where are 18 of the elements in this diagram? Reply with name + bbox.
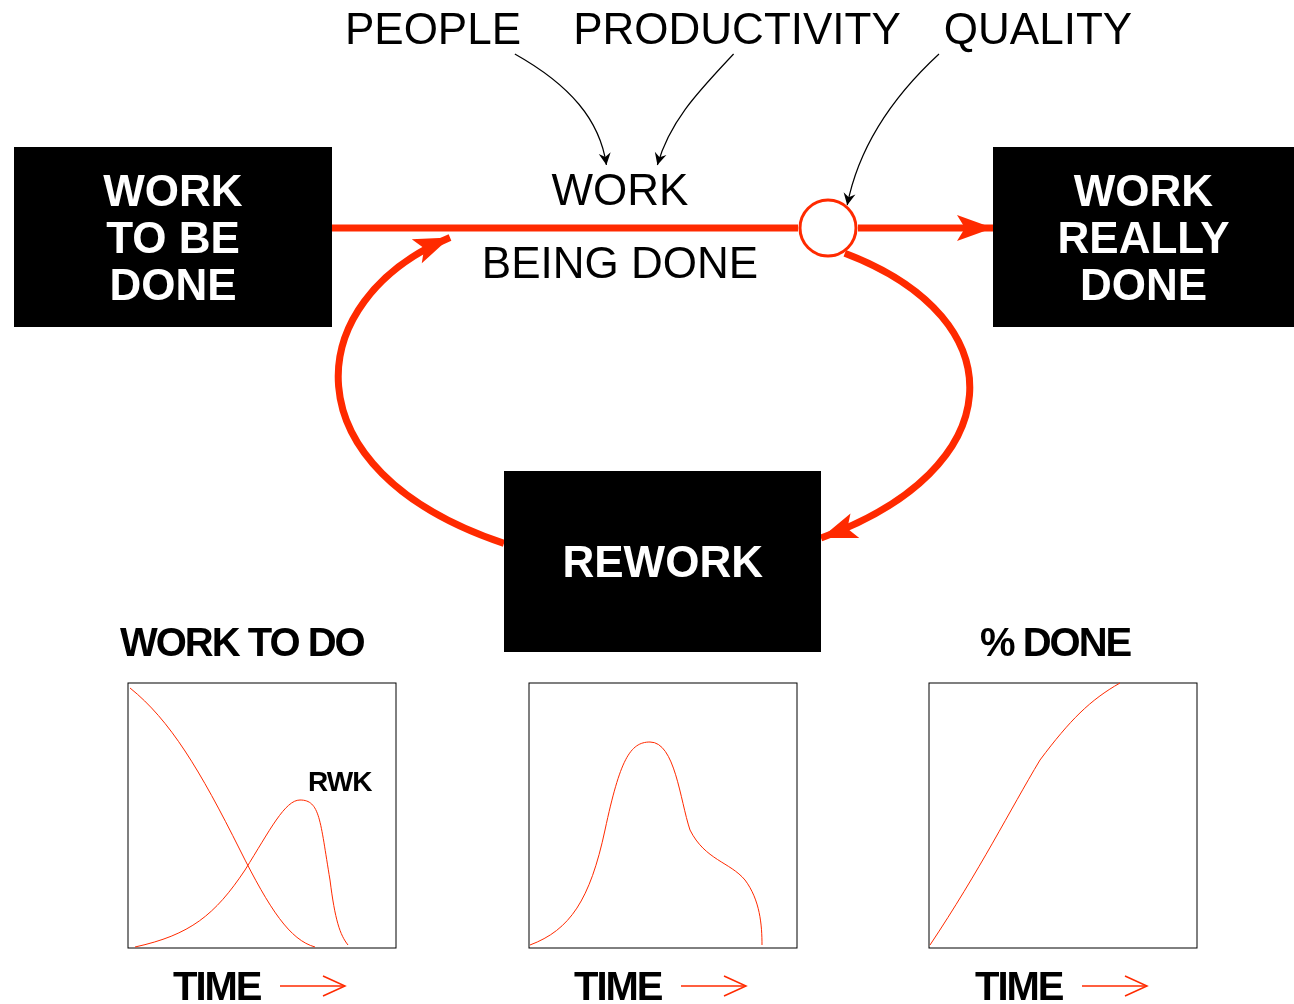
text-label: PRODUCTIVITY — [573, 4, 901, 54]
arrow — [514, 53, 611, 166]
curve-label: RWK — [308, 766, 372, 798]
arrow — [335, 234, 506, 547]
text-label: PEOPLE — [344, 4, 522, 54]
axis-label: TIME — [975, 964, 1063, 1004]
arrow — [655, 53, 735, 166]
stock-box: REWORK — [504, 471, 821, 652]
stock-box: WORK REALLY DONE — [993, 147, 1294, 327]
text-label: QUALITY — [943, 4, 1133, 54]
arrow — [844, 53, 940, 206]
axis-label: TIME — [574, 964, 662, 1004]
chart-title: % DONE — [980, 620, 1131, 664]
text-label: BEING DONE — [481, 238, 759, 288]
stock-box: WORK TO BE DONE — [14, 147, 332, 327]
axis-label: TIME — [173, 964, 261, 1004]
text-label: WORK — [551, 165, 689, 215]
chart-title: WORK TO DO — [120, 620, 364, 664]
